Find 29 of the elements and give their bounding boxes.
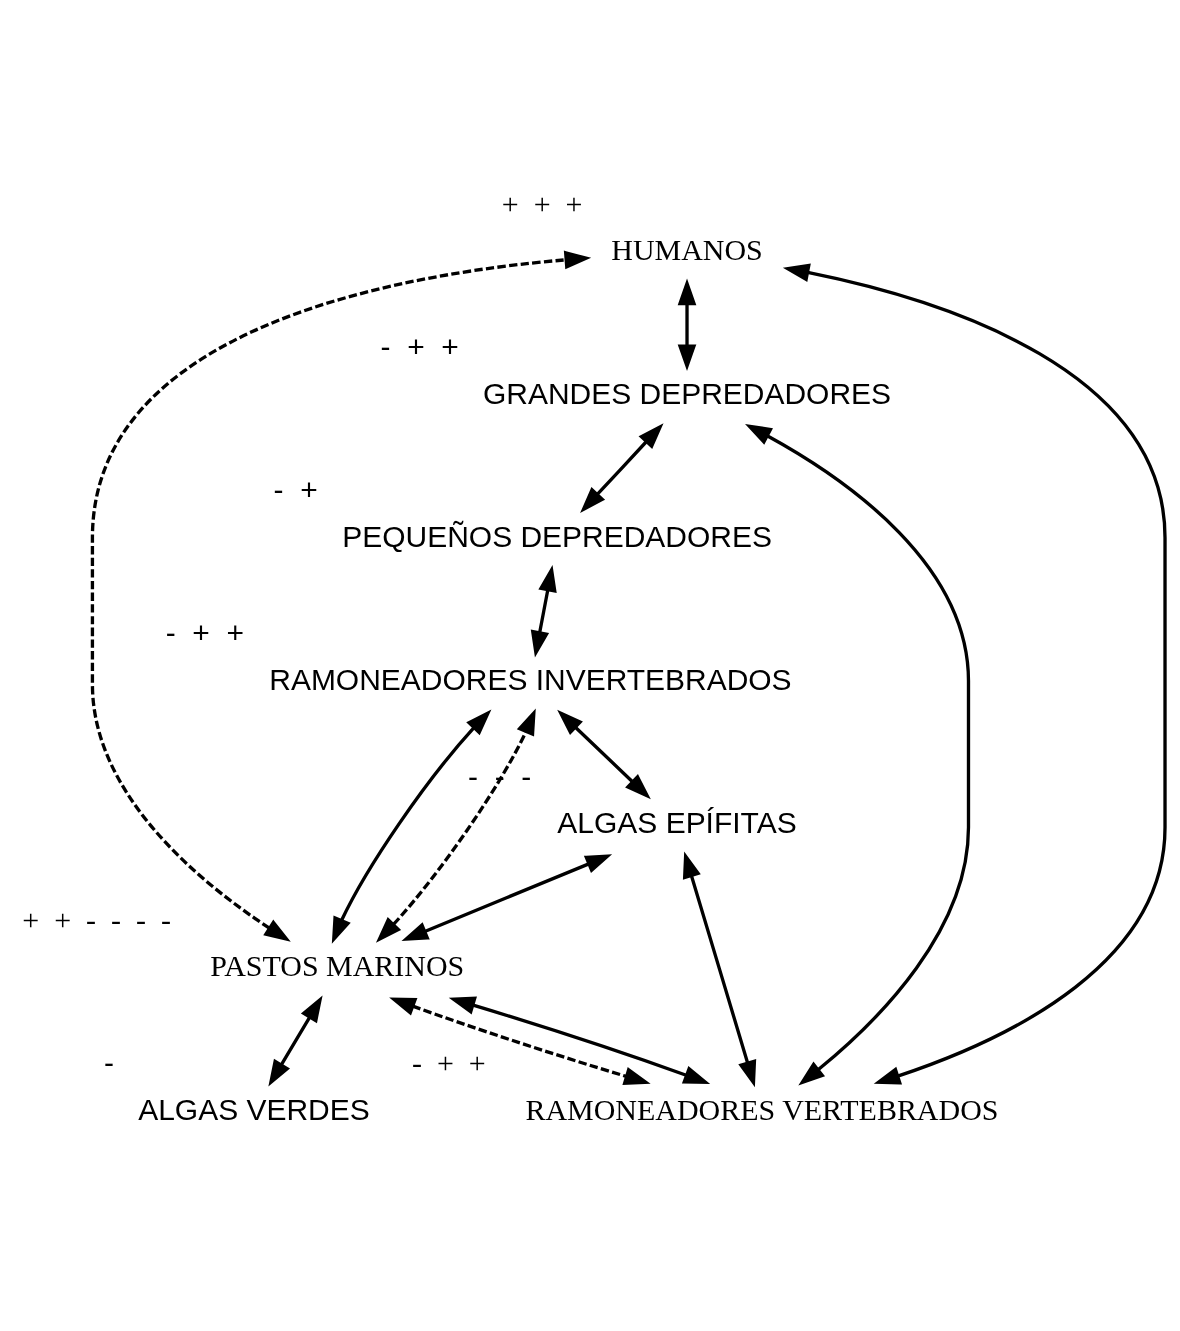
- node-label: + + +: [501, 186, 583, 220]
- node-label: - + +: [380, 329, 459, 363]
- arrow: [745, 423, 971, 1085]
- node-label: -: [104, 1045, 115, 1079]
- arrow: [580, 422, 664, 513]
- node-text: PASTOS MARINOS: [210, 948, 465, 982]
- node-label: - +: [273, 472, 318, 506]
- node-label: - + +: [165, 615, 244, 649]
- arrow: [389, 997, 651, 1085]
- arrow: [557, 709, 651, 799]
- arrow: [401, 853, 613, 941]
- node-text: RAMONEADORES VERTEBRADOS: [525, 1092, 999, 1126]
- node-label: - + +: [411, 1045, 486, 1079]
- arrow: [448, 996, 711, 1084]
- arrow: [677, 278, 697, 371]
- node-text: ALGAS VERDES: [138, 1092, 370, 1126]
- node-text: RAMONEADORES INVERTEBRADOS: [269, 662, 792, 696]
- arrow: [268, 994, 323, 1087]
- node-text: PEQUEÑOS DEPREDADORES: [342, 519, 772, 553]
- arrow: [530, 564, 557, 657]
- node-label: + + - - - -: [22, 902, 171, 936]
- arrow: [782, 263, 1167, 1085]
- arrow: [375, 707, 536, 943]
- arrow: [682, 850, 757, 1087]
- node-text: HUMANOS: [611, 232, 763, 266]
- arrow: [331, 708, 492, 944]
- node-text: GRANDES DEPREDADORES: [483, 376, 892, 410]
- arrow: [90, 250, 592, 942]
- node-text: ALGAS EPÍFITAS: [557, 805, 797, 839]
